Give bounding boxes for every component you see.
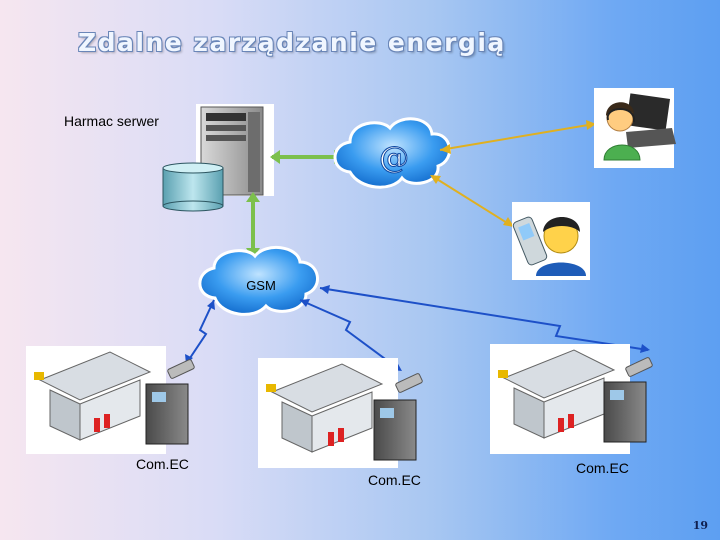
internet-symbol: @	[379, 141, 409, 176]
mobile-phone-user-icon	[512, 202, 590, 280]
controller-cabinet-icon	[373, 373, 423, 461]
server-gsm-link	[246, 192, 260, 258]
site-2	[258, 358, 423, 468]
site-2-label: Com.EC	[368, 472, 421, 488]
gas-station-building-icon	[26, 346, 166, 454]
controller-cabinet-icon	[603, 357, 653, 443]
site-1	[26, 346, 195, 454]
database-cylinder-icon	[162, 162, 224, 212]
page-number: 19	[692, 519, 708, 532]
site-1-label: Com.EC	[136, 456, 189, 472]
page-title: Zdalne zarządzanie energią	[78, 28, 506, 57]
gsm-cloud-icon	[198, 245, 319, 316]
internet-pc-link	[439, 120, 596, 154]
site-3	[490, 344, 653, 454]
server-label: Harmac serwer	[64, 113, 159, 129]
server-internet-link	[270, 150, 344, 164]
gsm-label: GSM	[246, 278, 276, 293]
internet-mobile-link	[430, 175, 514, 227]
gsm-site-link-1	[185, 299, 215, 365]
operator-computer-icon	[594, 88, 676, 168]
gsm-site-link-3	[319, 285, 650, 353]
internet-cloud-icon	[333, 117, 451, 189]
site-3-label: Com.EC	[576, 460, 629, 476]
controller-cabinet-icon	[145, 359, 195, 445]
